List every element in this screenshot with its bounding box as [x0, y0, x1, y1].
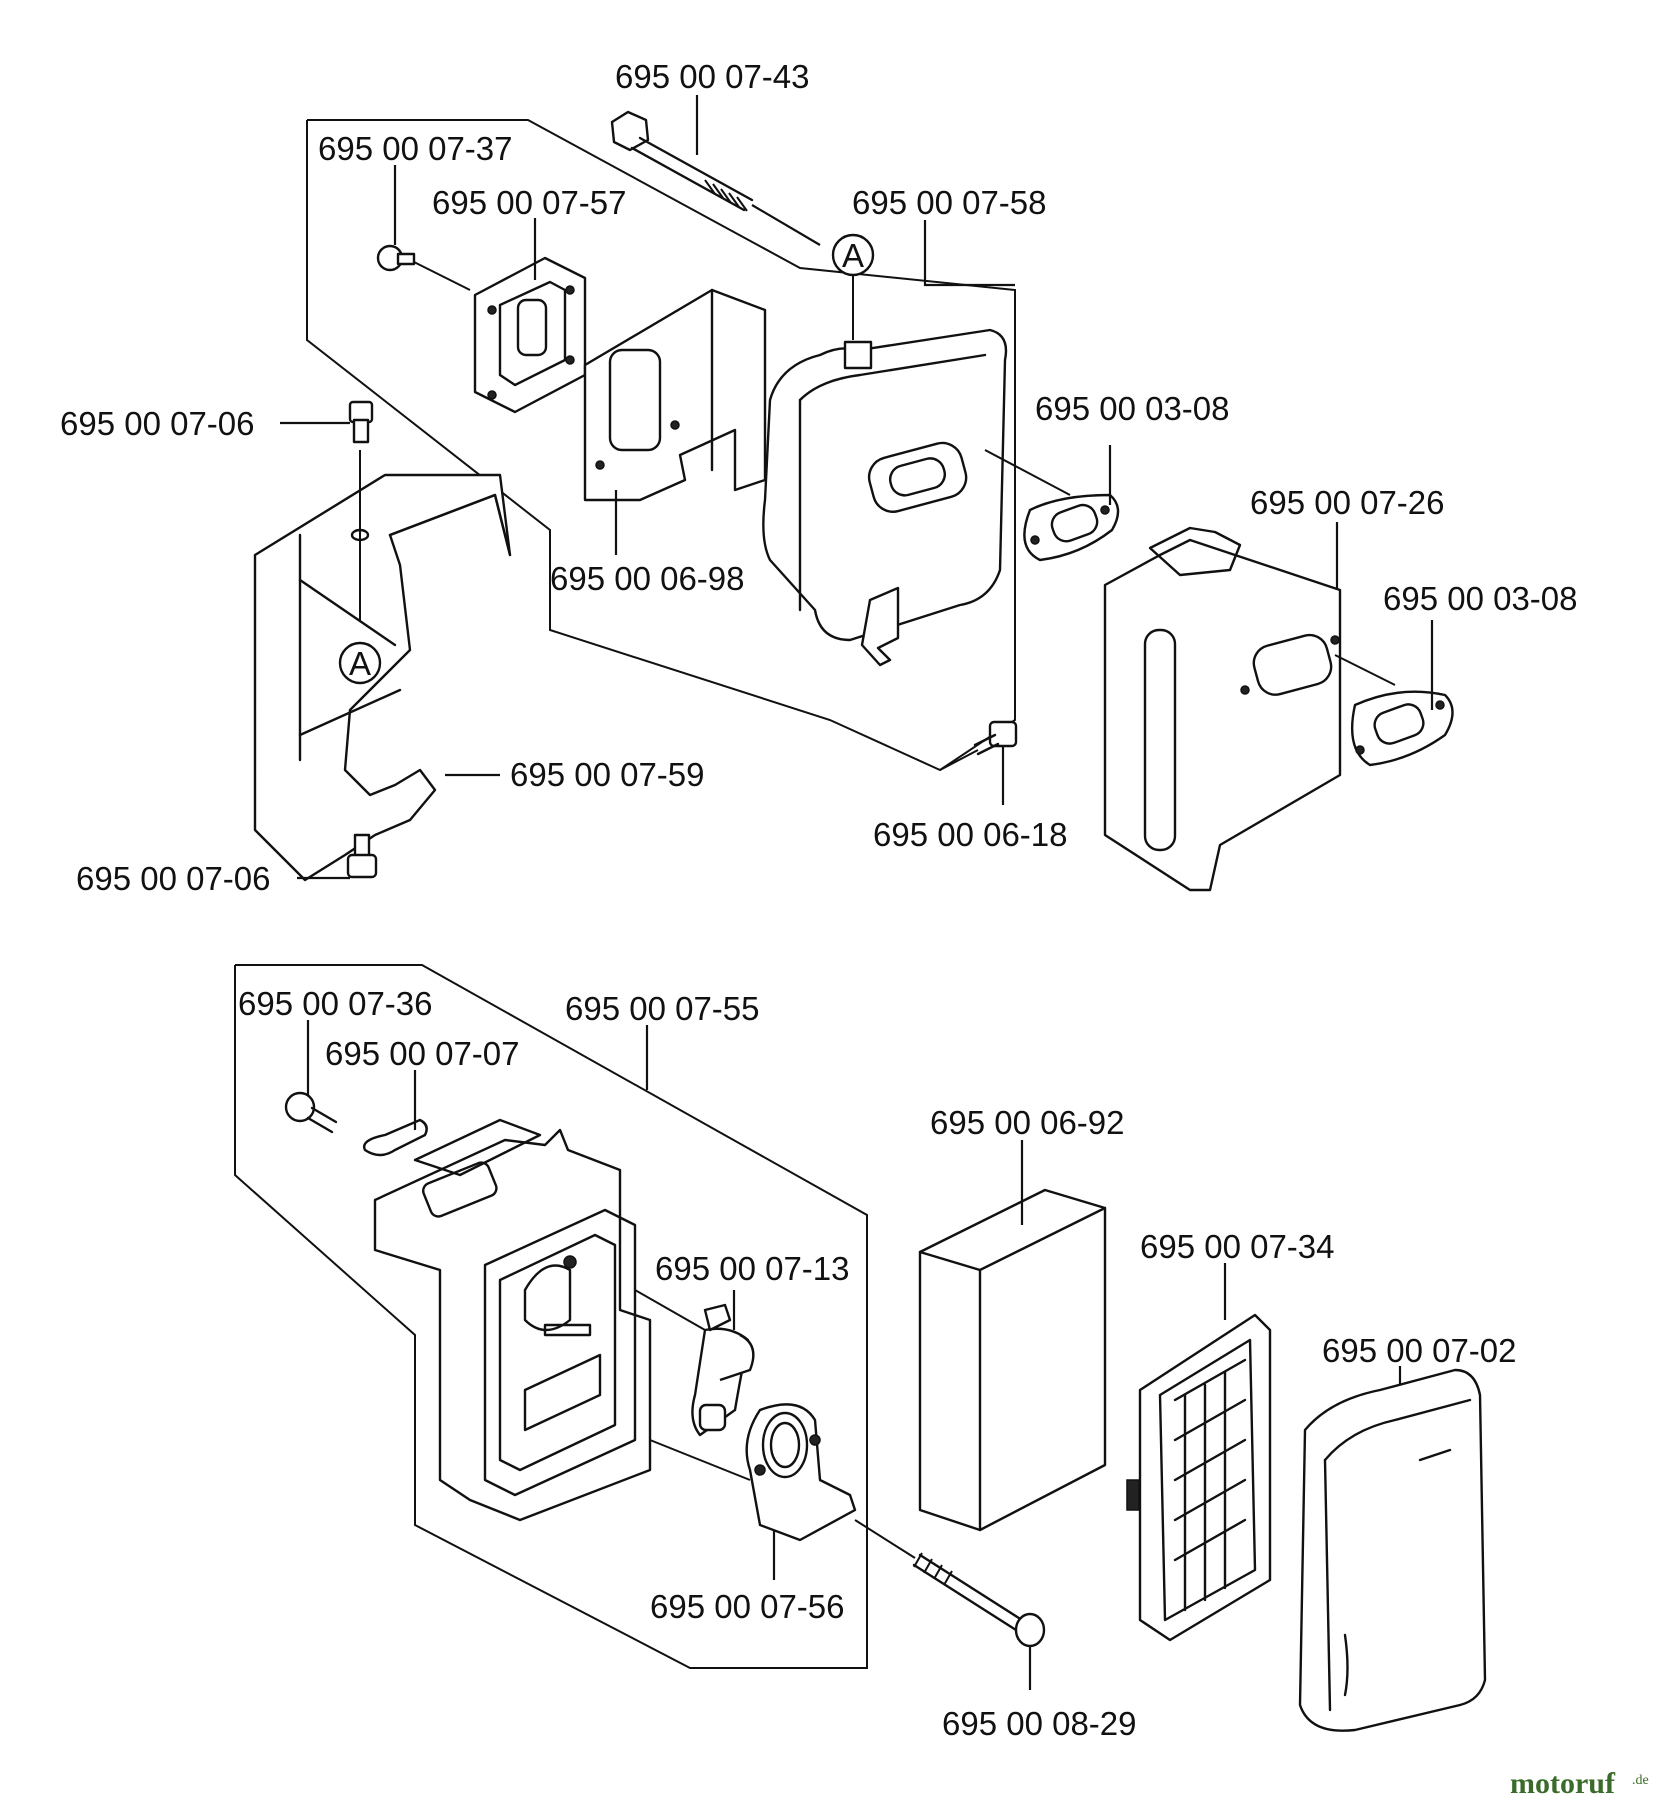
label-695-00-07-58: 695 00 07-58 — [852, 184, 1047, 221]
label-695-00-07-13: 695 00 07-13 — [655, 1250, 850, 1287]
heat-shield — [583, 288, 767, 502]
screw-07-36 — [284, 1091, 338, 1134]
leader-lines — [280, 95, 1434, 1690]
label-695-00-07-55: 695 00 07-55 — [565, 990, 760, 1027]
label-695-00-03-08-upper: 695 00 03-08 — [1035, 390, 1230, 427]
part-number-labels: 695 00 07-43 695 00 07-37 695 00 07-57 6… — [60, 58, 1578, 1742]
label-695-00-06-18: 695 00 06-18 — [873, 816, 1068, 853]
callout-a-bottom: A — [338, 641, 382, 685]
label-695-00-07-57: 695 00 07-57 — [432, 184, 627, 221]
filter-grid — [1126, 1313, 1272, 1642]
svg-text:A: A — [842, 237, 864, 274]
label-695-00-07-56: 695 00 07-56 — [650, 1588, 845, 1625]
watermark-logo: motoruf .de — [1510, 1767, 1649, 1800]
label-695-00-07-26: 695 00 07-26 — [1250, 484, 1445, 521]
foam-element — [918, 1188, 1107, 1532]
muffler-bolt — [610, 110, 821, 246]
bolt-07-06-bottom — [346, 833, 378, 879]
choke-lever — [691, 1303, 755, 1437]
gasket-outer — [1351, 690, 1454, 767]
label-695-00-06-98: 695 00 06-98 — [550, 560, 745, 597]
label-695-00-07-02: 695 00 07-02 — [1322, 1332, 1517, 1369]
bolt-07-06-top — [348, 400, 374, 444]
filter-cover — [1298, 1368, 1487, 1732]
screw-07-37 — [376, 244, 471, 291]
label-695-00-07-06-top: 695 00 07-06 — [60, 405, 255, 442]
muffler-body — [762, 328, 1008, 667]
label-695-00-06-92: 695 00 06-92 — [930, 1104, 1125, 1141]
label-695-00-07-36: 695 00 07-36 — [238, 985, 433, 1022]
filter-housing — [373, 1118, 652, 1522]
label-695-00-07-06-bottom: 695 00 07-06 — [76, 860, 271, 897]
filter-group-frame — [234, 964, 868, 1669]
label-695-00-07-59: 695 00 07-59 — [510, 756, 705, 793]
label-695-00-07-43: 695 00 07-43 — [615, 58, 810, 95]
gasket-upper — [1023, 493, 1120, 562]
label-695-00-07-07: 695 00 07-07 — [325, 1035, 520, 1072]
clip-07-07 — [363, 1118, 428, 1157]
label-695-00-03-08-outer: 695 00 03-08 — [1383, 580, 1578, 617]
air-filter-assembly — [234, 964, 1487, 1732]
watermark-suffix: .de — [1632, 1773, 1649, 1788]
filter-bracket — [745, 1403, 857, 1542]
flange-plate — [473, 256, 587, 414]
label-695-00-08-29: 695 00 08-29 — [942, 1705, 1137, 1742]
muffler-assembly: A — [253, 110, 1454, 892]
label-695-00-07-37: 695 00 07-37 — [318, 130, 513, 167]
callout-a-top: A — [831, 233, 875, 340]
watermark-brand: motoruf — [1510, 1767, 1616, 1800]
filter-long-bolt — [854, 1519, 1046, 1648]
label-695-00-07-34: 695 00 07-34 — [1140, 1228, 1335, 1265]
outer-heat-shield — [1103, 526, 1342, 892]
svg-text:A: A — [349, 645, 371, 682]
muffler-cover — [253, 450, 512, 882]
